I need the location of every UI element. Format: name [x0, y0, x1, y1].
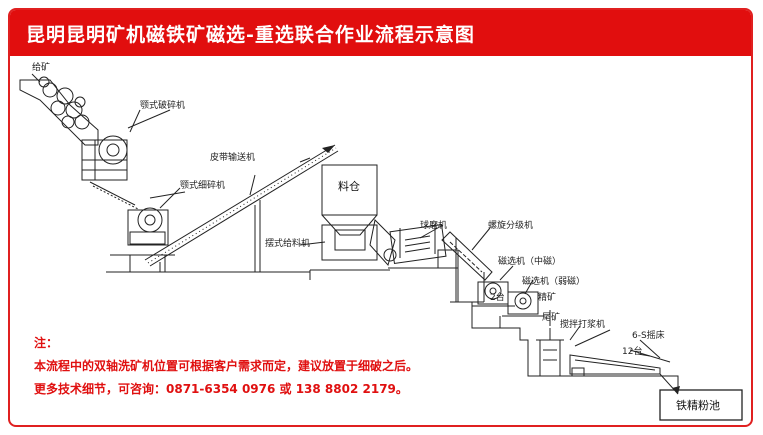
feed-hopper: [19, 76, 99, 146]
label-ball-mill: 球磨机: [420, 219, 447, 231]
diagram-frame: 昆明昆明矿机磁铁矿磁选-重选联合作业流程示意图: [8, 8, 753, 427]
label-spiral-classifier: 螺旋分级机: [488, 219, 533, 231]
shaking-table: [569, 349, 679, 395]
spiral-classifier: [437, 231, 493, 303]
belt-conveyor: [144, 144, 339, 273]
title-bar: 昆明昆明矿机磁铁矿磁选-重选联合作业流程示意图: [10, 10, 751, 56]
mixing-tank: [536, 328, 564, 377]
label-concentrate: 精矿: [538, 291, 556, 303]
iron-concentrate-pool: [659, 389, 743, 421]
label-belt-conveyor: 皮带输送机: [210, 151, 255, 163]
magnetic-separator-weak: [499, 291, 545, 328]
label-magnetic-sep-weak: 磁选机（弱磁）: [522, 275, 585, 287]
label-table-count: 12台: [622, 345, 642, 357]
label-tailings: 尾矿: [542, 311, 560, 323]
label-magnetic-sep-medium: 磁选机（中磁）: [498, 255, 561, 267]
notes-block: 注： 本流程中的双轴洗矿机位置可根据客户需求而定，建议放置于细破之后。 更多技术…: [34, 332, 418, 401]
diagram-title: 昆明昆明矿机磁铁矿磁选-重选联合作业流程示意图: [26, 24, 475, 46]
process-flow-diagram: 给矿 颚式破碎机 颚式细碎机 皮带输送机 料仓 摆式给料机 球磨机 螺旋分级机 …: [19, 61, 743, 421]
jaw-crusher: [81, 109, 171, 181]
label-fine-jaw-crusher: 颚式细碎机: [180, 179, 225, 191]
notes-line-2: 更多技术细节，可咨询：0871-6354 0976 或 138 8802 217…: [34, 382, 408, 396]
label-silo: 料仓: [338, 179, 360, 193]
label-jaw-crusher: 颚式破碎机: [140, 99, 185, 111]
label-feed: 给矿: [32, 61, 50, 73]
label-sep-count: 2台: [490, 291, 505, 303]
notes-heading: 注：: [34, 336, 59, 350]
label-iron-pool: 铁精粉池: [676, 399, 720, 412]
silo: [309, 164, 390, 280]
notes-line-1: 本流程中的双轴洗矿机位置可根据客户需求而定，建议放置于细破之后。: [34, 359, 419, 373]
label-vibrating-feeder: 摆式给料机: [265, 237, 310, 249]
label-mixing-tank: 搅拌打浆机: [560, 318, 605, 330]
fine-jaw-crusher: [110, 191, 186, 272]
label-shaking-table: 6-S摇床: [632, 329, 665, 341]
